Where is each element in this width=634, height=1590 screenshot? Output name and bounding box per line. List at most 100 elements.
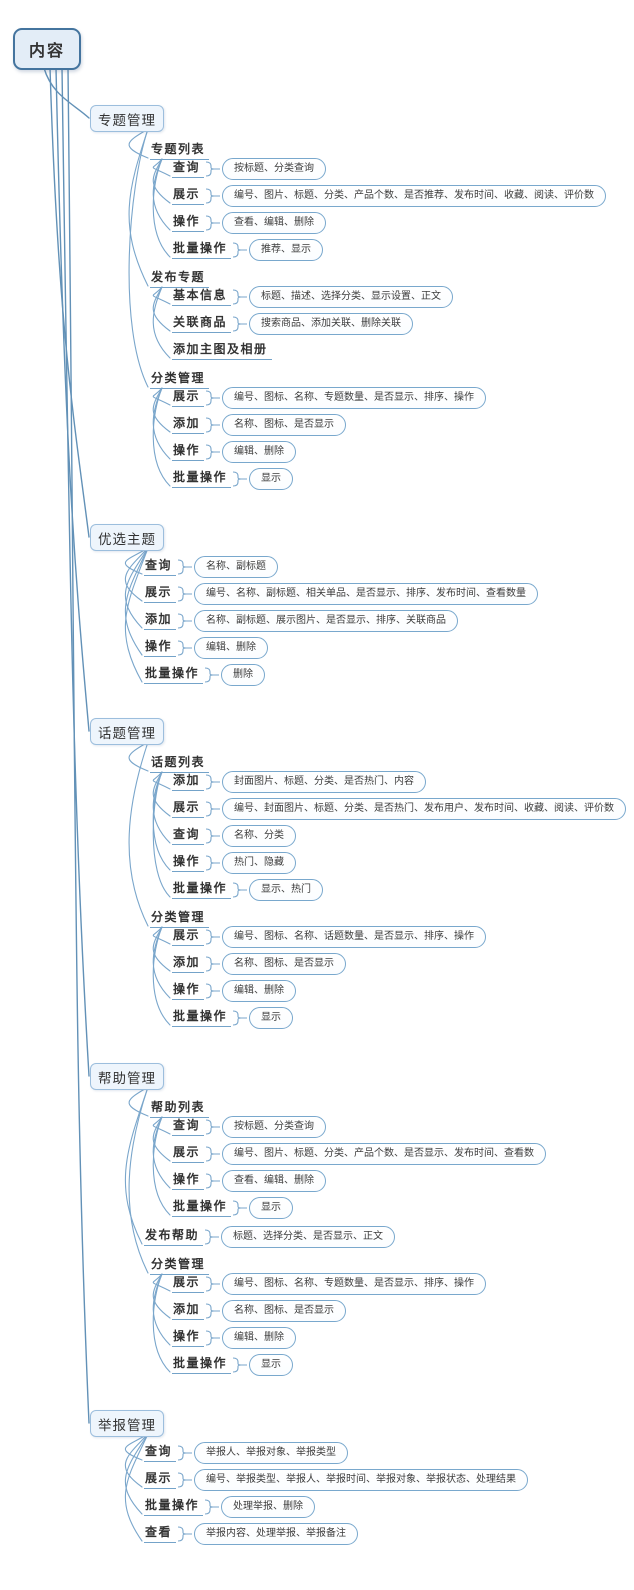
main-topic[interactable]: 专题管理 <box>90 105 164 132</box>
topic-row[interactable]: 操作编辑、删除 <box>172 980 297 1002</box>
detail-pill[interactable]: 处理举报、删除 <box>221 1496 316 1518</box>
detail-pill[interactable]: 编号、图标、名称、话题数量、是否显示、排序、操作 <box>222 926 487 948</box>
attribute-topic[interactable]: 展示 <box>172 389 205 407</box>
topic-row[interactable]: 添加名称、副标题、展示图片、是否显示、排序、关联商品 <box>144 610 459 632</box>
topic-row[interactable]: 批量操作显示、热门 <box>172 879 324 901</box>
topic-row[interactable]: 展示编号、图标、名称、话题数量、是否显示、排序、操作 <box>172 926 487 948</box>
detail-pill[interactable]: 名称、图标、是否显示 <box>222 414 347 436</box>
topic-row[interactable]: 分类管理 <box>150 1255 210 1277</box>
attribute-topic[interactable]: 操作 <box>172 1329 205 1347</box>
topic-row[interactable]: 操作编辑、删除 <box>144 637 269 659</box>
topic-row[interactable]: 批量操作显示 <box>172 1197 294 1219</box>
detail-pill[interactable]: 按标题、分类查询 <box>222 158 327 180</box>
attribute-topic[interactable]: 展示 <box>172 1145 205 1163</box>
detail-pill[interactable]: 名称、副标题 <box>194 556 279 578</box>
topic-row[interactable]: 添加名称、图标、是否显示 <box>172 953 347 975</box>
detail-pill[interactable]: 删除 <box>221 664 266 686</box>
detail-pill[interactable]: 编辑、删除 <box>222 1327 297 1349</box>
topic-row[interactable]: 展示编号、图标、名称、专题数量、是否显示、排序、操作 <box>172 1273 487 1295</box>
attribute-topic[interactable]: 查询 <box>172 160 205 178</box>
topic-row[interactable]: 操作查看、编辑、删除 <box>172 1170 327 1192</box>
topic-row[interactable]: 话题列表 <box>150 753 210 775</box>
attribute-topic[interactable]: 添加主图及相册 <box>172 342 272 360</box>
topic-row[interactable]: 查询举报人、举报对象、举报类型 <box>144 1442 349 1464</box>
topic-row[interactable]: 展示编号、举报类型、举报人、举报时间、举报对象、举报状态、处理结果 <box>144 1469 529 1491</box>
detail-pill[interactable]: 名称、图标、是否显示 <box>222 953 347 975</box>
attribute-topic[interactable]: 操作 <box>172 1172 205 1190</box>
detail-pill[interactable]: 编号、图片、标题、分类、产品个数、是否显示、发布时间、查看数 <box>222 1143 547 1165</box>
attribute-topic[interactable]: 批量操作 <box>144 1498 204 1516</box>
topic-row[interactable]: 操作编辑、删除 <box>172 1327 297 1349</box>
detail-pill[interactable]: 搜索商品、添加关联、删除关联 <box>249 313 414 335</box>
attribute-topic[interactable]: 展示 <box>144 585 177 603</box>
topic-row[interactable]: 查询按标题、分类查询 <box>172 158 327 180</box>
sub-topic[interactable]: 话题列表 <box>150 755 210 773</box>
topic-row[interactable]: 展示编号、图片、标题、分类、产品个数、是否推荐、发布时间、收藏、阅读、评价数 <box>172 185 607 207</box>
attribute-topic[interactable]: 添加 <box>172 416 205 434</box>
sub-topic[interactable]: 分类管理 <box>150 1257 210 1275</box>
attribute-topic[interactable]: 查询 <box>172 827 205 845</box>
detail-pill[interactable]: 显示 <box>249 1007 294 1029</box>
attribute-topic[interactable]: 批量操作 <box>144 666 204 684</box>
detail-pill[interactable]: 编辑、删除 <box>222 441 297 463</box>
topic-row[interactable]: 查询按标题、分类查询 <box>172 1116 327 1138</box>
attribute-topic[interactable]: 查看 <box>144 1525 177 1543</box>
topic-row[interactable]: 查看举报内容、处理举报、举报备注 <box>144 1523 359 1545</box>
detail-pill[interactable]: 编号、图片、标题、分类、产品个数、是否推荐、发布时间、收藏、阅读、评价数 <box>222 185 607 207</box>
sub-topic[interactable]: 分类管理 <box>150 910 210 928</box>
attribute-topic[interactable]: 发布帮助 <box>144 1228 204 1246</box>
detail-pill[interactable]: 查看、编辑、删除 <box>222 1170 327 1192</box>
attribute-topic[interactable]: 添加 <box>172 1302 205 1320</box>
topic-row[interactable]: 展示编号、封面图片、标题、分类、是否热门、发布用户、发布时间、收藏、阅读、评价数 <box>172 798 627 820</box>
topic-row[interactable]: 分类管理 <box>150 369 210 391</box>
main-topic[interactable]: 帮助管理 <box>90 1063 164 1090</box>
topic-row[interactable]: 基本信息标题、描述、选择分类、显示设置、正文 <box>172 286 454 308</box>
detail-pill[interactable]: 编辑、删除 <box>222 980 297 1002</box>
topic-row[interactable]: 帮助列表 <box>150 1098 210 1120</box>
detail-pill[interactable]: 标题、描述、选择分类、显示设置、正文 <box>249 286 454 308</box>
attribute-topic[interactable]: 展示 <box>172 928 205 946</box>
topic-row[interactable]: 批量操作删除 <box>144 664 266 686</box>
topic-row[interactable]: 操作查看、编辑、删除 <box>172 212 327 234</box>
topic-row[interactable]: 添加名称、图标、是否显示 <box>172 1300 347 1322</box>
attribute-topic[interactable]: 查询 <box>144 558 177 576</box>
detail-pill[interactable]: 编号、举报类型、举报人、举报时间、举报对象、举报状态、处理结果 <box>194 1469 529 1491</box>
topic-row[interactable]: 专题列表 <box>150 140 210 162</box>
topic-row[interactable]: 发布专题 <box>150 268 210 290</box>
topic-row[interactable]: 查询名称、分类 <box>172 825 297 847</box>
topic-row[interactable]: 批量操作推荐、显示 <box>172 239 324 261</box>
topic-row[interactable]: 操作编辑、删除 <box>172 441 297 463</box>
sub-topic[interactable]: 发布专题 <box>150 270 210 288</box>
attribute-topic[interactable]: 批量操作 <box>172 1199 232 1217</box>
sub-topic[interactable]: 分类管理 <box>150 371 210 389</box>
detail-pill[interactable]: 名称、分类 <box>222 825 297 847</box>
attribute-topic[interactable]: 展示 <box>144 1471 177 1489</box>
sub-topic[interactable]: 帮助列表 <box>150 1100 210 1118</box>
detail-pill[interactable]: 编号、名称、副标题、相关单品、是否显示、排序、发布时间、查看数量 <box>194 583 539 605</box>
topic-row[interactable]: 添加封面图片、标题、分类、是否热门、内容 <box>172 771 427 793</box>
topic-row[interactable]: 批量操作显示 <box>172 468 294 490</box>
detail-pill[interactable]: 编号、封面图片、标题、分类、是否热门、发布用户、发布时间、收藏、阅读、评价数 <box>222 798 627 820</box>
attribute-topic[interactable]: 批量操作 <box>172 470 232 488</box>
attribute-topic[interactable]: 添加 <box>172 773 205 791</box>
attribute-topic[interactable]: 展示 <box>172 187 205 205</box>
attribute-topic[interactable]: 批量操作 <box>172 1356 232 1374</box>
attribute-topic[interactable]: 操作 <box>144 639 177 657</box>
attribute-topic[interactable]: 操作 <box>172 854 205 872</box>
attribute-topic[interactable]: 展示 <box>172 800 205 818</box>
detail-pill[interactable]: 显示 <box>249 1197 294 1219</box>
detail-pill[interactable]: 名称、副标题、展示图片、是否显示、排序、关联商品 <box>194 610 459 632</box>
detail-pill[interactable]: 热门、隐藏 <box>222 852 297 874</box>
attribute-topic[interactable]: 展示 <box>172 1275 205 1293</box>
detail-pill[interactable]: 标题、选择分类、是否显示、正文 <box>221 1226 396 1248</box>
attribute-topic[interactable]: 关联商品 <box>172 315 232 333</box>
detail-pill[interactable]: 编号、图标、名称、专题数量、是否显示、排序、操作 <box>222 1273 487 1295</box>
main-topic[interactable]: 话题管理 <box>90 718 164 745</box>
detail-pill[interactable]: 显示 <box>249 468 294 490</box>
detail-pill[interactable]: 显示、热门 <box>249 879 324 901</box>
attribute-topic[interactable]: 操作 <box>172 443 205 461</box>
detail-pill[interactable]: 编辑、删除 <box>194 637 269 659</box>
attribute-topic[interactable]: 查询 <box>172 1118 205 1136</box>
attribute-topic[interactable]: 操作 <box>172 982 205 1000</box>
detail-pill[interactable]: 举报人、举报对象、举报类型 <box>194 1442 349 1464</box>
